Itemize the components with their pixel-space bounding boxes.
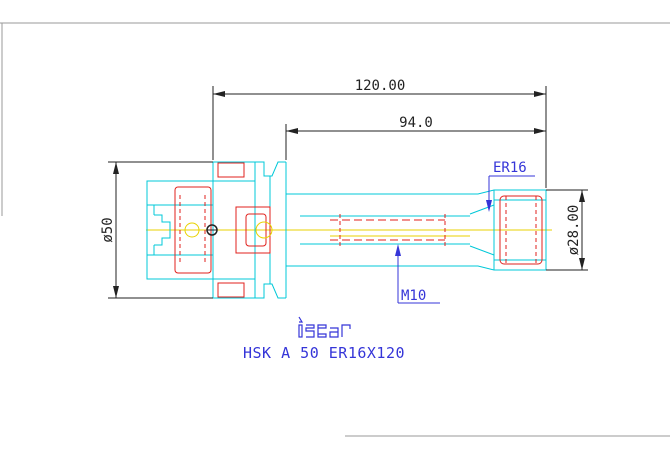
detail-circles [184, 221, 273, 239]
callout-m10-label: M10 [401, 288, 426, 304]
iscar-logo [298, 316, 351, 338]
callout-er16-leader [486, 175, 535, 212]
overall-length-label: 120.00 [355, 78, 406, 94]
nose-diameter-label: ø28.00 [566, 205, 582, 256]
sheet-border [0, 22, 670, 437]
callout-er16-label: ER16 [493, 160, 527, 176]
flange-diameter-label: ø50 [100, 217, 116, 242]
callout-m10-leader [395, 244, 440, 304]
part-name-label: HSK A 50 ER16X120 [243, 344, 405, 362]
hidden-features [174, 162, 543, 298]
dimension-overall-length [212, 86, 547, 188]
dimension-nose-diameter [546, 189, 588, 271]
dimension-shank-length [285, 124, 546, 160]
dimension-flange-diameter [108, 161, 213, 299]
shank-length-label: 94.0 [399, 115, 433, 131]
